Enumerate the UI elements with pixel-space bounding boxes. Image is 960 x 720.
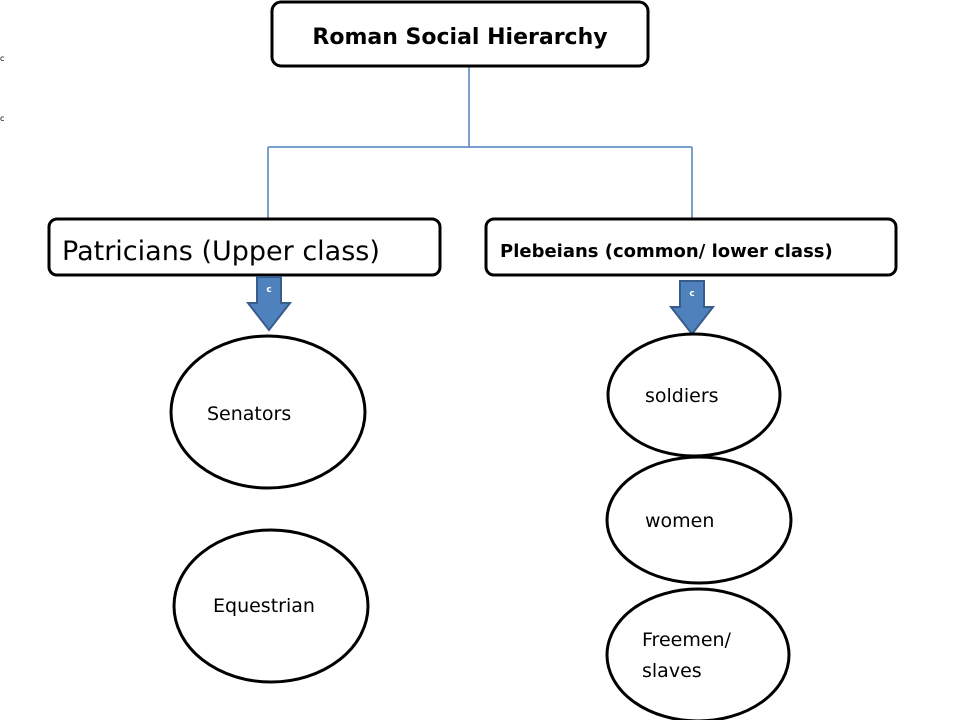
- title-node: Roman Social Hierarchy: [270, 0, 650, 68]
- group-label: women: [645, 510, 714, 532]
- page-title: Roman Social Hierarchy: [312, 25, 607, 50]
- group-node-women: women: [605, 455, 793, 585]
- upper-class-node: Patricians (Upper class): [47, 217, 442, 277]
- group-node-freemen-slaves: Freemen/ slaves: [605, 587, 791, 720]
- group-ellipse: [172, 528, 370, 684]
- group-ellipse: [169, 334, 367, 490]
- down-arrow-right: c: [668, 280, 716, 336]
- down-arrow-icon: [245, 276, 293, 332]
- down-arrow-left: c: [245, 276, 293, 332]
- lower-class-box: [484, 217, 898, 277]
- arrow-glyph: c: [266, 285, 271, 295]
- down-arrow-icon: [668, 280, 716, 336]
- edge-mark: c: [0, 114, 4, 123]
- lower-class-label: Plebeians (common/ lower class): [500, 241, 833, 262]
- group-label: soldiers: [645, 385, 719, 407]
- group-label: Equestrian: [213, 595, 315, 617]
- group-node-equestrian: Equestrian: [172, 528, 370, 684]
- upper-class-box: [47, 217, 442, 277]
- group-label: slaves: [642, 660, 702, 682]
- group-node-soldiers: soldiers: [606, 332, 782, 458]
- group-ellipse: [605, 587, 791, 720]
- connector-lines: [267, 66, 693, 219]
- lower-class-node: Plebeians (common/ lower class): [484, 217, 898, 277]
- arrow-glyph: c: [689, 289, 694, 299]
- group-label: Senators: [207, 403, 291, 425]
- group-ellipse: [605, 455, 793, 585]
- title-box: [270, 0, 650, 68]
- group-node-senators: Senators: [169, 334, 367, 490]
- edge-mark: c: [0, 54, 4, 63]
- group-label: Freemen/: [642, 629, 732, 651]
- upper-class-label: Patricians (Upper class): [62, 236, 380, 267]
